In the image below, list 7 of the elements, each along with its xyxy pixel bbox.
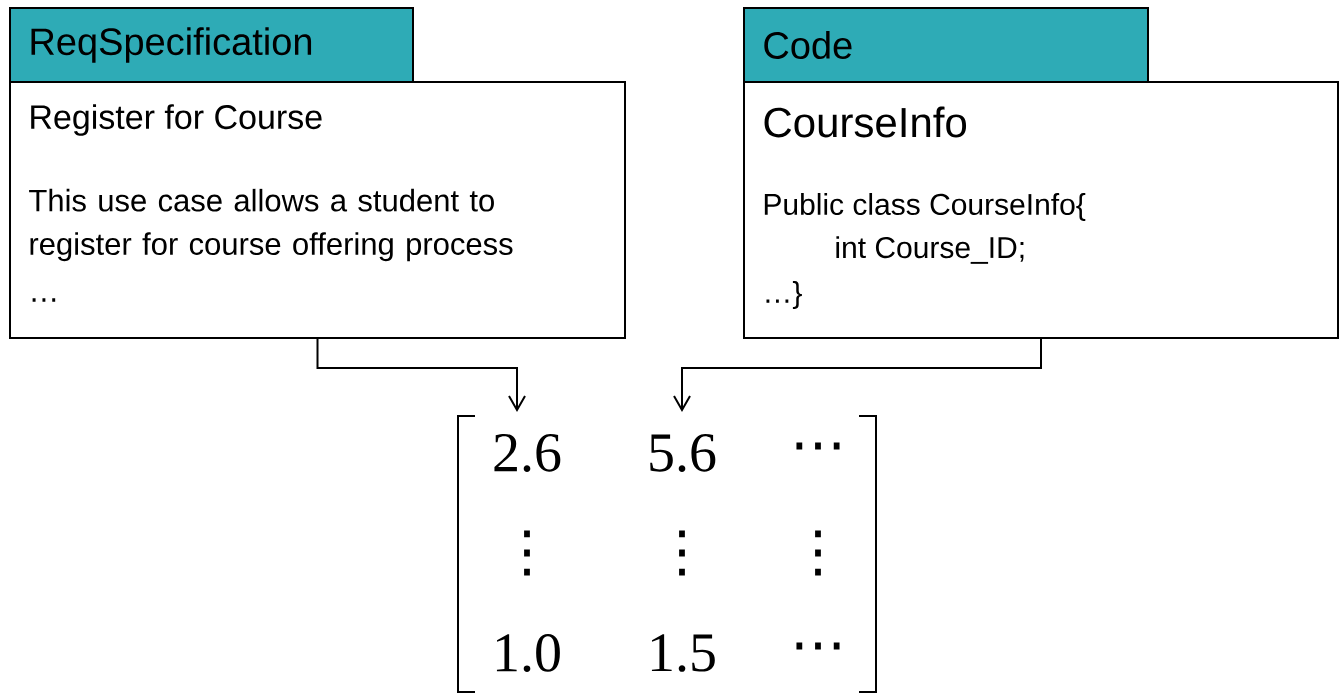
- tab-header: ReqSpecification: [9, 7, 414, 83]
- content-box: CourseInfo Public class CourseInfo{ int Course_ID; …}: [743, 81, 1339, 339]
- arrow: [673, 338, 1042, 412]
- matrix: 2.6 5.6 ⋯ ⋮ ⋮ ⋮ 1.0 1.5 ⋯: [457, 415, 877, 693]
- tab-header: Code: [743, 7, 1149, 83]
- arrow: [316, 338, 526, 412]
- content-box: Register for Course This use case allows a student to register for course offering process …: [9, 81, 626, 339]
